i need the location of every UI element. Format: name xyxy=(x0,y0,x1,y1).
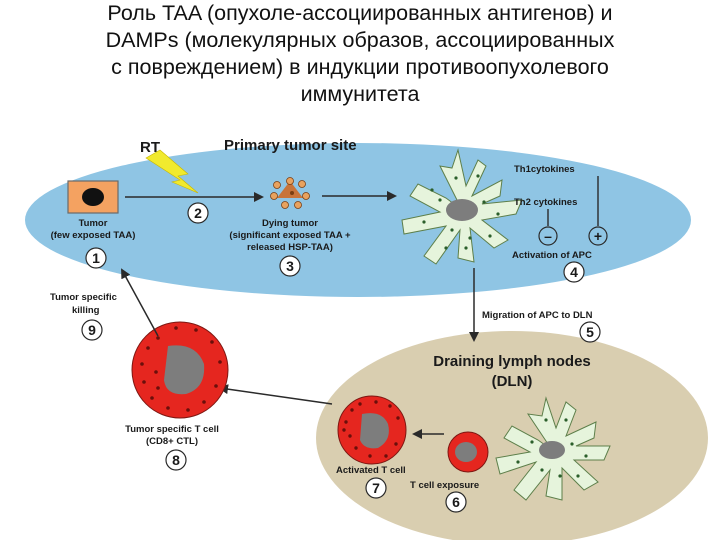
migration-label: Migration of APC to DLN xyxy=(482,310,593,321)
step-badge-1: 1 xyxy=(85,247,107,269)
plus-sign: + xyxy=(594,228,602,244)
title-line-3: с повреждением) в индукции противоопухол… xyxy=(111,55,609,79)
rt-label: RT xyxy=(140,139,160,156)
arrow-activated-to-ctl xyxy=(218,384,333,405)
apc-dendritic-cell xyxy=(401,148,523,265)
killing-label-2: killing xyxy=(72,305,100,316)
title-line-4: иммунитета xyxy=(300,82,420,106)
activated-t-cell xyxy=(337,395,407,465)
title-line-1: Роль TAA (опухоле-ассоциированных антиге… xyxy=(107,1,613,25)
title-line-2: DAMPs (молекулярных образов, ассоциирова… xyxy=(105,28,615,52)
svg-text:3: 3 xyxy=(286,258,294,274)
activated-label: Activated T cell xyxy=(336,465,406,476)
plus-circle xyxy=(588,226,608,246)
killing-label-1: Tumor specific xyxy=(50,292,117,303)
dln-label-2: (DLN) xyxy=(492,373,533,390)
arrow-killing xyxy=(121,268,159,337)
tumor-nucleus xyxy=(82,188,104,206)
step-badge-8: 8 xyxy=(165,449,187,471)
rt-bolt-icon xyxy=(145,149,199,194)
svg-text:5: 5 xyxy=(586,324,594,340)
step-badge-5: 5 xyxy=(579,321,601,343)
dying-label-2: (significant exposed TAA + xyxy=(229,230,351,241)
th2-label: Th2 cytokines xyxy=(514,197,577,208)
ctl-label-2: (CD8+ CTL) xyxy=(146,436,198,447)
svg-text:4: 4 xyxy=(570,264,578,280)
primary-site-ellipse xyxy=(25,143,691,297)
slide-title: Роль TAA (опухоле-ассоциированных антиге… xyxy=(0,0,720,108)
dln-label-1: Draining lymph nodes xyxy=(433,353,591,370)
step-badge-9: 9 xyxy=(81,319,103,341)
dying-label-3: released HSP-TAA) xyxy=(247,242,333,253)
svg-text:9: 9 xyxy=(88,322,96,338)
svg-text:7: 7 xyxy=(372,480,380,496)
dying-tumor-icon xyxy=(270,177,310,209)
activation-label: Activation of APC xyxy=(512,250,592,261)
step-badge-2: 2 xyxy=(187,202,209,224)
exposure-label: T cell exposure xyxy=(410,480,479,491)
dying-label-1: Dying tumor xyxy=(262,218,318,229)
dln-dendritic-cell xyxy=(495,396,611,501)
minus-sign: – xyxy=(544,228,552,244)
tumor-label-1: Tumor xyxy=(79,218,108,229)
svg-text:6: 6 xyxy=(452,494,460,510)
svg-text:1: 1 xyxy=(92,250,100,266)
tumor-label-2: (few exposed TAA) xyxy=(51,230,136,241)
step-badge-6: 6 xyxy=(445,491,467,513)
svg-text:2: 2 xyxy=(194,205,202,221)
step-badge-3: 3 xyxy=(279,255,301,277)
th1-label: Th1cytokines xyxy=(514,164,575,175)
ctl-cell xyxy=(131,321,229,419)
primary-site-label: Primary tumor site xyxy=(224,137,357,154)
ctl-label-1: Tumor specific T cell xyxy=(125,424,219,435)
step-badge-7: 7 xyxy=(365,477,387,499)
exposed-t-cell xyxy=(447,431,489,473)
step-badge-4: 4 xyxy=(563,261,585,283)
svg-text:8: 8 xyxy=(172,452,180,468)
minus-circle xyxy=(538,226,558,246)
